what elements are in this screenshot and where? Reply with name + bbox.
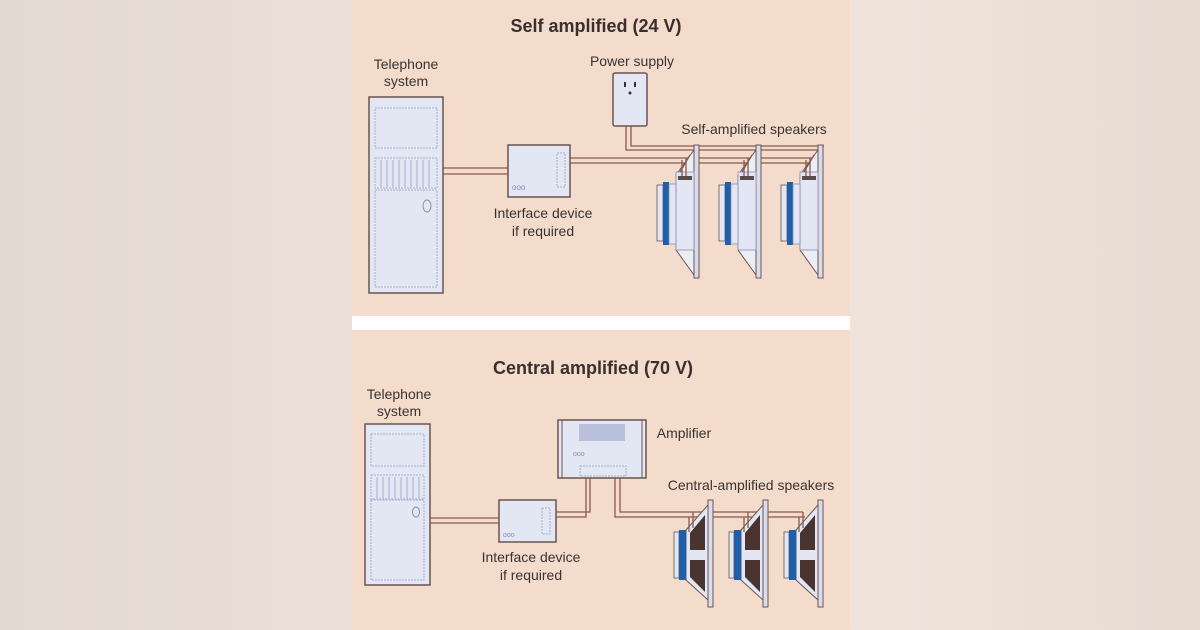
bottom-telephone-label-2: system [377, 403, 421, 419]
bottom-telephone-label-1: Telephone [367, 386, 432, 402]
bottom-telephone-system [364, 423, 431, 586]
bottom-interface-label-2: if required [500, 567, 562, 583]
panel-divider [352, 316, 850, 330]
bottom-title: Central amplified (70 V) [493, 358, 693, 378]
amplifier: ooo [557, 419, 647, 479]
power-supply-label: Power supply [590, 53, 674, 69]
power-supply [612, 72, 648, 127]
svg-text:ooo: ooo [503, 532, 515, 539]
svg-text:ooo: ooo [573, 451, 585, 458]
bottom-interface-label-1: Interface device [482, 549, 581, 565]
top-interface-label-1: Interface device [494, 205, 593, 221]
bottom-interface-device: ooo [498, 499, 557, 543]
central-amplified-speakers-label: Central-amplified speakers [668, 477, 835, 493]
self-amplified-speakers-label: Self-amplified speakers [681, 121, 827, 137]
top-interface-label-2: if required [512, 223, 574, 239]
svg-text:ooo: ooo [512, 183, 526, 192]
top-telephone-label-2: system [384, 73, 428, 89]
amplifier-label: Amplifier [657, 425, 712, 441]
top-interface-device: ooo [507, 144, 571, 198]
top-telephone-label-1: Telephone [374, 56, 439, 72]
top-telephone-system [368, 96, 444, 294]
top-title: Self amplified (24 V) [510, 16, 681, 36]
